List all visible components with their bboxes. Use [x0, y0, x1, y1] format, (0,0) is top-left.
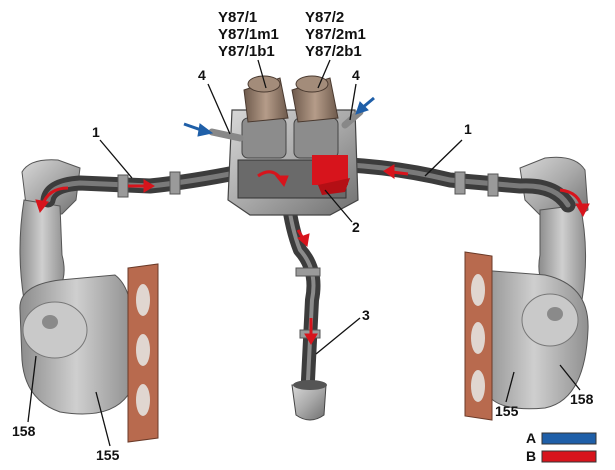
- valve-labels-right: Y87/2 Y87/2m1 Y87/2b1: [305, 9, 366, 60]
- valve-label-left-3: Y87/1b1: [218, 43, 275, 60]
- air-pipe-right: [342, 157, 576, 213]
- callout-3: 3: [362, 307, 370, 323]
- valve-label-left-2: Y87/1m1: [218, 26, 279, 43]
- legend: A B: [526, 430, 597, 464]
- fresh-air-arrows: [183, 96, 375, 137]
- valve-label-left-1: Y87/1: [218, 9, 257, 26]
- callout-1-left: 1: [92, 124, 100, 140]
- valve-label-right-3: Y87/2b1: [305, 43, 362, 60]
- exhaust-flow-arrows: [35, 164, 590, 345]
- catalytic-converter-left: [19, 159, 159, 443]
- actuator-left: [243, 75, 289, 123]
- valve-label-right-2: Y87/2m1: [305, 26, 366, 43]
- legend-label-b: B: [526, 448, 536, 464]
- legend-label-a: A: [526, 430, 536, 446]
- inlet-left: [208, 128, 244, 142]
- secondary-air-pipe: [281, 193, 327, 421]
- callout-1-right: 1: [464, 121, 472, 137]
- valve-label-right-1: Y87/2: [305, 9, 344, 26]
- callout-155-left: 155: [96, 447, 120, 463]
- callout-158-left: 158: [12, 423, 36, 439]
- callout-158-right: 158: [570, 391, 594, 407]
- callout-155-right: 155: [495, 403, 519, 419]
- actuator-right: [291, 75, 339, 123]
- callouts: 1 1 4 4 2 3 158 155 155 158: [12, 67, 594, 463]
- air-valve-block: [227, 109, 359, 216]
- legend-swatch-b: [541, 450, 597, 463]
- callout-4-right: 4: [352, 67, 360, 83]
- inlet-right: [341, 108, 364, 129]
- valve-labels-left: Y87/1 Y87/1m1 Y87/1b1: [218, 9, 279, 60]
- callout-2: 2: [352, 219, 360, 235]
- legend-swatch-a: [541, 432, 597, 445]
- callout-4-left: 4: [198, 67, 206, 83]
